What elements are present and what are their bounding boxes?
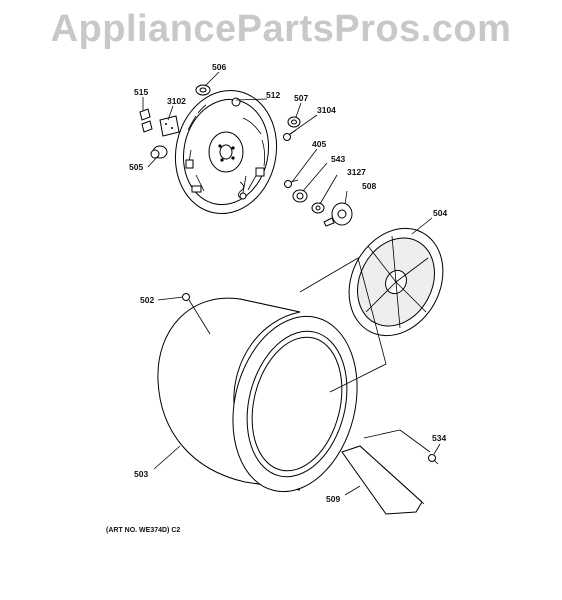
part-515-clip[interactable] (139, 108, 153, 133)
part-507-grommet[interactable] (287, 116, 301, 128)
rear-bulkhead-512[interactable] (164, 81, 288, 223)
callout-504: 504 (433, 208, 447, 218)
part-543-bearing[interactable] (292, 189, 308, 203)
screw-534[interactable] (428, 454, 439, 465)
callout-405: 405 (312, 139, 326, 149)
baffle-509[interactable] (341, 445, 425, 515)
callout-502: 502 (140, 295, 154, 305)
callout-515: 515 (134, 87, 148, 97)
callout-507: 507 (294, 93, 308, 103)
leader-lines (142, 71, 441, 496)
callout-512: 512 (266, 90, 280, 100)
callout-509: 509 (326, 494, 340, 504)
callout-506: 506 (212, 62, 226, 72)
callout-3102: 3102 (167, 96, 186, 106)
drum-back-disc-504[interactable] (331, 212, 461, 352)
watermark-logo: AppliancePartsPros.com (50, 8, 512, 50)
callout-3127: 3127 (347, 167, 366, 177)
callout-534: 534 (432, 433, 446, 443)
callout-505: 505 (129, 162, 143, 172)
part-506-grommet[interactable] (195, 84, 211, 96)
callout-503: 503 (134, 469, 148, 479)
callout-3104: 3104 (317, 105, 336, 115)
part-508-shaft[interactable] (323, 202, 353, 227)
callout-543: 543 (331, 154, 345, 164)
callout-508: 508 (362, 181, 376, 191)
part-3127-washer[interactable] (311, 202, 325, 214)
part-3102-plate[interactable] (159, 115, 180, 137)
part-405-screw[interactable] (284, 179, 299, 188)
drum-503[interactable] (157, 297, 375, 505)
part-505-bushing[interactable] (150, 145, 168, 159)
art-number-label: (ART NO. WE374D) C2 (106, 527, 180, 534)
